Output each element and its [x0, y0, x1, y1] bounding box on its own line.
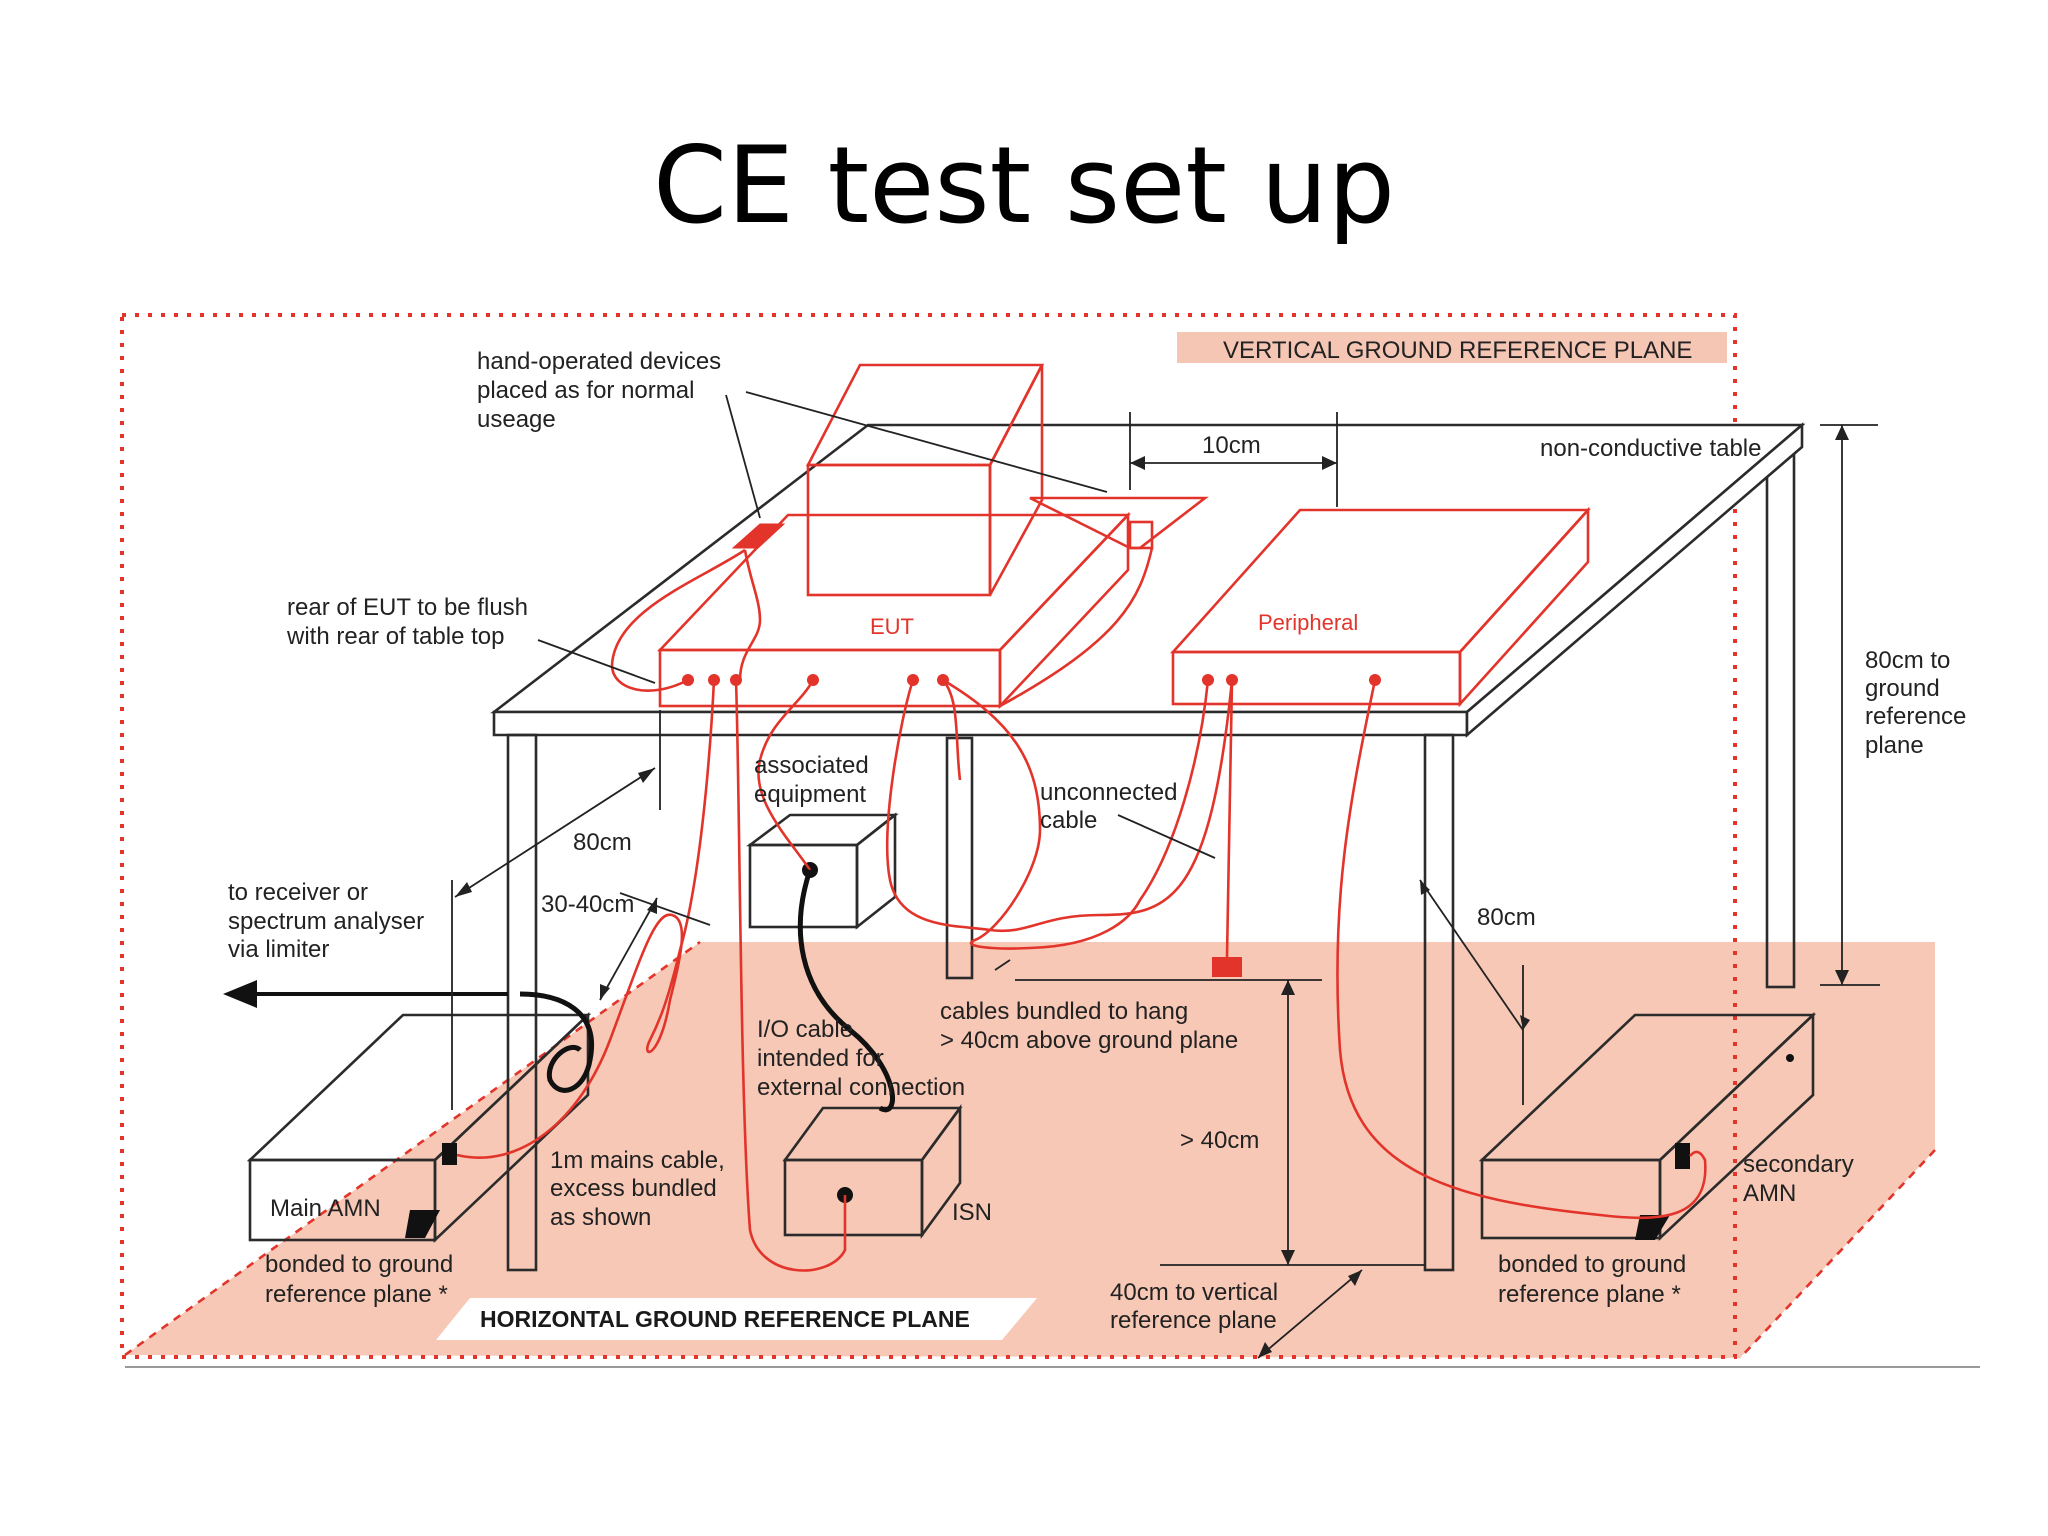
isn-label: ISN: [952, 1199, 992, 1226]
peripheral: Peripheral: [1170, 506, 1591, 708]
cable-ground-bond: [1212, 957, 1242, 977]
hand-devices-label: hand-operated devices placed as for norm…: [477, 348, 728, 433]
leader-lines: [451, 391, 1880, 1359]
spacing-10cm-label: 10cm: [1202, 432, 1261, 459]
cables-bundled-label: cables bundled to hang > 40cm above grou…: [940, 998, 1238, 1054]
bonded-left-label: bonded to ground reference plane *: [265, 1251, 460, 1308]
black-cables: [519, 869, 895, 1113]
horizontal-ground-plane-label: HORIZONTAL GROUND REFERENCE PLANE: [480, 1306, 970, 1332]
main-amn: Main AMN: [246, 1011, 592, 1244]
horizontal-grp-label-bg: [436, 1298, 1037, 1340]
slide-title: CE test set up: [652, 124, 1396, 247]
secondary-amn: [1478, 1011, 1817, 1241]
io-cable-label: I/O cable intended for external connecti…: [757, 1016, 965, 1101]
greater-40cm-label: > 40cm: [1180, 1127, 1259, 1154]
dimension-arrowheads: [455, 425, 1849, 1358]
distance-80cm-right-label: 80cm: [1477, 904, 1536, 931]
associated-equipment-label: associated equipment: [754, 752, 875, 808]
bonded-right-label: bonded to ground reference plane *: [1498, 1251, 1693, 1308]
associated-equipment: [746, 812, 899, 930]
rear-eut-label: rear of EUT to be flush with rear of tab…: [286, 594, 535, 650]
eut: EUT: [656, 363, 1209, 710]
peripheral-label: Peripheral: [1258, 610, 1358, 635]
eut-label: EUT: [870, 614, 914, 639]
vertical-ground-plane-label: VERTICAL GROUND REFERENCE PLANE: [1223, 337, 1692, 364]
vertical-40cm-label: 40cm to vertical reference plane: [1110, 1279, 1285, 1334]
distance-30-40cm-label: 30-40cm: [541, 891, 634, 918]
non-conductive-table: [490, 422, 1806, 738]
main-amn-label: Main AMN: [270, 1195, 381, 1222]
to-receiver-arrow-head: [223, 980, 257, 1008]
unconnected-cable-label: unconnected cable: [1040, 779, 1184, 834]
table-label: non-conductive table: [1540, 435, 1761, 462]
vertical-ground-plane-border: [120, 313, 1737, 1359]
receiver-label: to receiver or spectrum analyser via lim…: [228, 879, 431, 963]
hand-operated-device: [731, 523, 786, 549]
vertical-ground-plane-label-bg: [1177, 332, 1727, 363]
table-front-legs: [506, 733, 1455, 1272]
secondary-amn-label: secondary AMN: [1743, 1151, 1860, 1207]
red-cables: [456, 547, 1707, 1272]
distance-80cm-left-label: 80cm: [573, 829, 632, 856]
height-80cm-label: 80cm to ground reference plane: [1865, 647, 1973, 759]
mains-cable-label: 1m mains cable, excess bundled as shown: [550, 1147, 731, 1231]
